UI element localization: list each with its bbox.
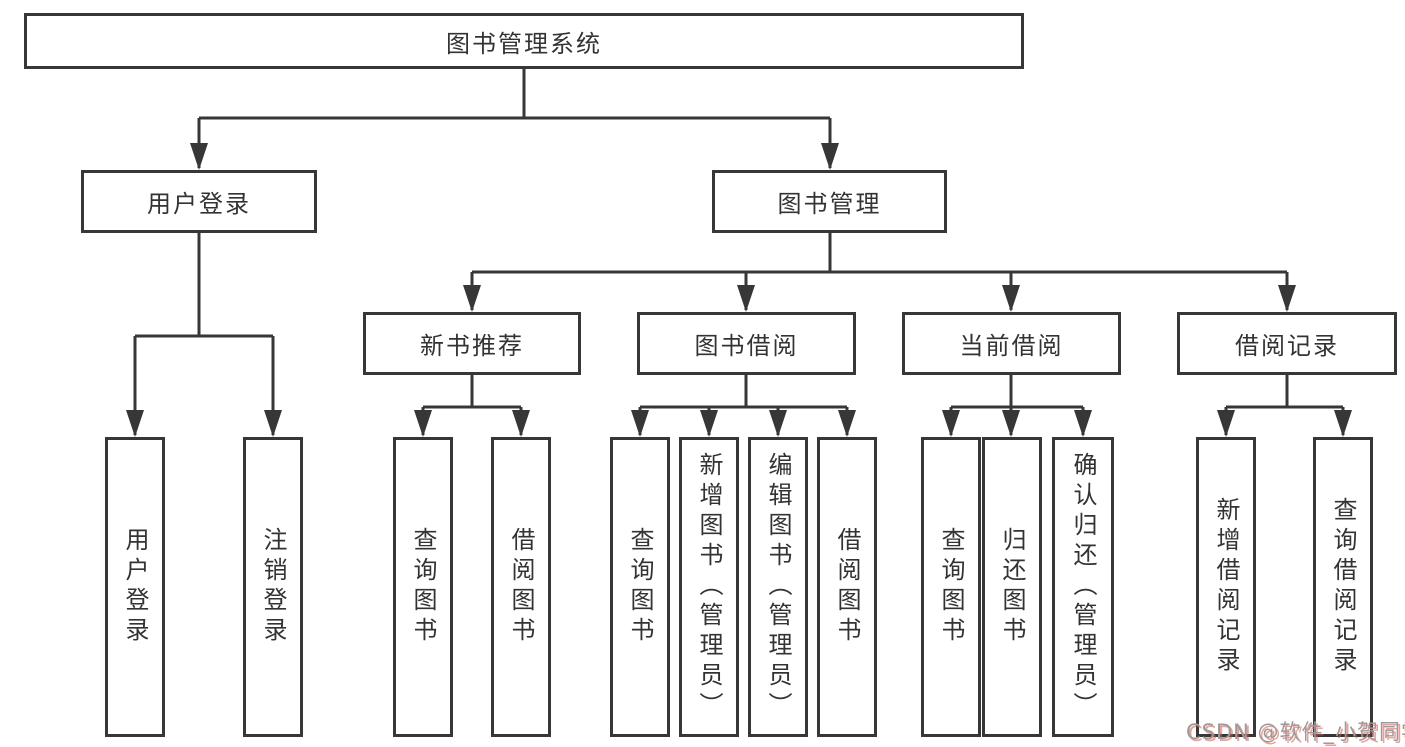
node-current-borrow-label: 当前借阅 — [959, 332, 1064, 360]
node-new-book-recommend: 新书推荐 — [363, 312, 581, 375]
node-borrow-records-label: 借阅记录 — [1235, 332, 1339, 360]
node-book-management-label: 图书管理 — [777, 190, 882, 218]
leaf-query-books-3: 查询图书 — [921, 437, 981, 737]
leaf-add-borrow-record-label: 新增借阅记录 — [1212, 497, 1240, 677]
node-current-borrow: 当前借阅 — [902, 312, 1121, 375]
leaf-borrow-books-1-label: 借阅图书 — [507, 527, 535, 647]
node-root-system: 图书管理系统 — [24, 13, 1024, 69]
node-book-borrow: 图书借阅 — [637, 312, 856, 375]
leaf-query-books-2-label: 查询图书 — [626, 527, 654, 647]
leaf-user-login: 用户登录 — [105, 437, 165, 737]
leaf-query-books-1: 查询图书 — [393, 437, 453, 737]
leaf-edit-books-admin: 编辑图书（管理员） — [748, 437, 808, 737]
leaf-user-login-label: 用户登录 — [121, 527, 149, 647]
leaf-add-books-admin-label: 新增图书（管理员） — [695, 452, 723, 722]
leaf-query-borrow-record: 查询借阅记录 — [1313, 437, 1373, 737]
leaf-query-books-3-label: 查询图书 — [937, 527, 965, 647]
node-new-book-recommend-label: 新书推荐 — [420, 332, 524, 360]
node-book-borrow-label: 图书借阅 — [694, 332, 799, 360]
leaf-borrow-books-2-label: 借阅图书 — [833, 527, 861, 647]
leaf-query-borrow-record-label: 查询借阅记录 — [1329, 497, 1357, 677]
node-borrow-records: 借阅记录 — [1177, 312, 1397, 375]
leaf-logout: 注销登录 — [243, 437, 303, 737]
leaf-return-books-label: 归还图书 — [998, 527, 1026, 647]
node-root-label: 图书管理系统 — [446, 29, 602, 58]
leaf-query-books-2: 查询图书 — [610, 437, 670, 737]
leaf-logout-label: 注销登录 — [259, 527, 287, 647]
arrowheads — [126, 143, 1352, 437]
leaf-add-borrow-record: 新增借阅记录 — [1196, 437, 1256, 737]
node-user-login-label: 用户登录 — [147, 190, 251, 218]
leaf-borrow-books-2: 借阅图书 — [817, 437, 877, 737]
node-book-management: 图书管理 — [712, 170, 947, 233]
csdn-watermark: CSDN @软件_小贺同学 — [1186, 720, 1405, 744]
node-user-login: 用户登录 — [81, 170, 317, 233]
leaf-return-books: 归还图书 — [982, 437, 1042, 737]
leaf-add-books-admin: 新增图书（管理员） — [679, 437, 739, 737]
leaf-query-books-1-label: 查询图书 — [409, 527, 437, 647]
leaf-edit-books-admin-label: 编辑图书（管理员） — [764, 452, 792, 722]
leaf-confirm-return-admin: 确认归还（管理员） — [1052, 437, 1114, 737]
leaf-borrow-books-1: 借阅图书 — [491, 437, 551, 737]
leaf-confirm-return-admin-label: 确认归还（管理员） — [1069, 452, 1097, 722]
